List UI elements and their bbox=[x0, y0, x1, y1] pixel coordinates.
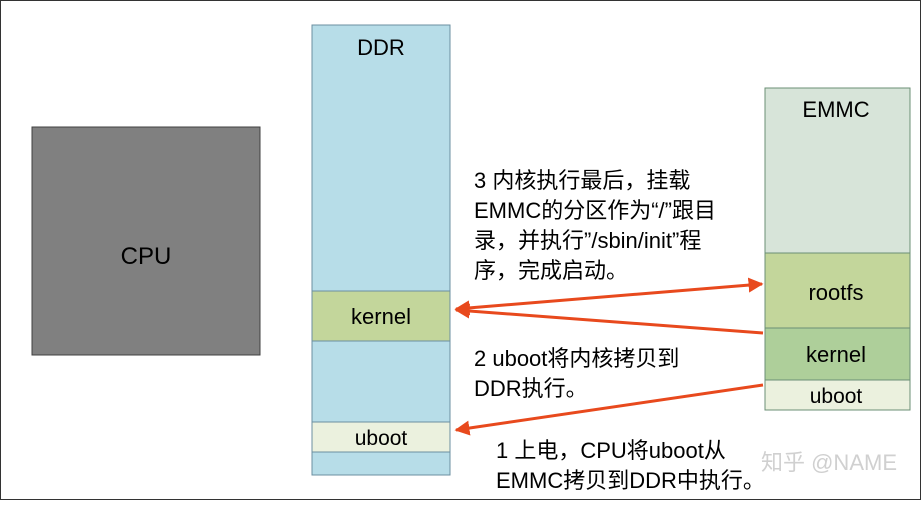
ddr-kernel-label: kernel bbox=[351, 304, 411, 329]
emmc-uboot-label: uboot bbox=[810, 385, 863, 408]
step1-text: 1 上电，CPU将uboot从 EMMC拷贝到DDR中执行。 bbox=[496, 438, 765, 493]
step2-line: 2 uboot将内核拷贝到 bbox=[474, 346, 679, 371]
step3-text: 3 内核执行最后，挂载 EMMC的分区作为“/”跟目 录，并执行”/sbin/i… bbox=[474, 168, 716, 283]
step3-line: EMMC的分区作为“/”跟目 bbox=[474, 198, 716, 223]
ddr-kernel-region bbox=[311, 290, 451, 342]
copy-kernel-arrow bbox=[454, 303, 764, 335]
ddr-label: DDR bbox=[357, 35, 405, 60]
step2-line: DDR执行。 bbox=[474, 376, 588, 401]
step2-text: 2 uboot将内核拷贝到 DDR执行。 bbox=[474, 346, 679, 401]
cpu-block bbox=[31, 126, 261, 356]
step3-line: 3 内核执行最后，挂载 bbox=[474, 168, 690, 193]
ddr-uboot-label: uboot bbox=[355, 427, 408, 450]
copy-uboot-arrow bbox=[454, 383, 764, 436]
emmc-kernel-region bbox=[764, 327, 911, 381]
watermark: 知乎 @NAME bbox=[761, 450, 897, 475]
emmc-rootfs-label: rootfs bbox=[808, 280, 863, 305]
step1-line: 1 上电，CPU将uboot从 bbox=[496, 438, 726, 463]
step3-line: 序，完成启动。 bbox=[474, 258, 628, 283]
step3-line: 录，并执行”/sbin/init”程 bbox=[474, 228, 701, 253]
cpu-label: CPU bbox=[121, 243, 172, 270]
emmc-uboot-region bbox=[764, 379, 911, 411]
emmc-rootfs-region bbox=[764, 252, 911, 329]
step1-line: EMMC拷贝到DDR中执行。 bbox=[496, 468, 765, 493]
mount-rootfs-arrow bbox=[454, 277, 764, 316]
ddr-block bbox=[311, 24, 451, 476]
emmc-kernel-label: kernel bbox=[806, 342, 866, 367]
emmc-label: EMMC bbox=[802, 97, 869, 122]
ddr-uboot-region bbox=[311, 421, 451, 453]
